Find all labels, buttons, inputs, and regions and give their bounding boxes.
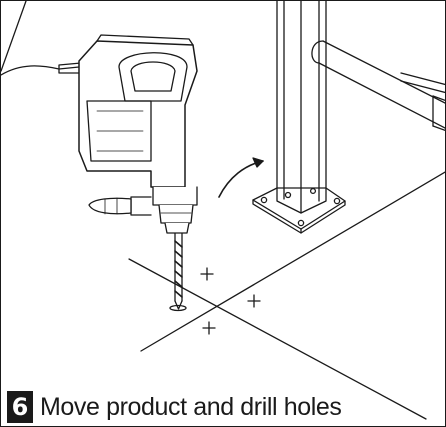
step-instruction-text: Move product and drill holes [40,392,342,421]
rail [311,40,445,131]
bolt-hole [333,197,341,205]
hammer-drill [78,34,198,234]
bolt-hole [260,196,268,204]
drill-bit [169,232,187,312]
hole-marker [200,267,214,281]
base-plate [252,187,346,234]
move-arrow [218,157,264,198]
bolt-hole [297,219,305,227]
step-number-badge: 6 [7,391,33,423]
hole-markers [200,267,261,335]
hole-marker [202,321,216,335]
hole-marker [247,294,261,308]
bolt-hole [309,187,317,195]
step-caption: 6 Move product and drill holes [7,391,342,423]
post [276,1,327,214]
floor-plane [1,1,445,420]
